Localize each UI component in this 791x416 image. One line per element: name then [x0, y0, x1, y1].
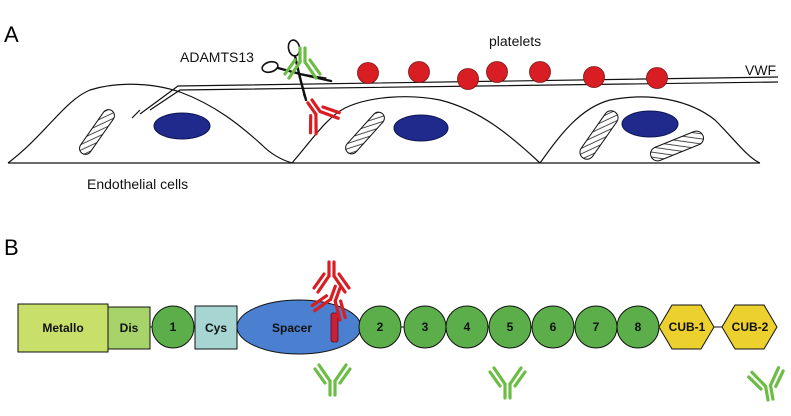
domain-label: 5	[507, 320, 514, 334]
domain-shape	[488, 305, 532, 349]
domain-tsp1-3: 3	[403, 305, 447, 349]
platelet	[529, 61, 551, 83]
domain-shape	[658, 304, 715, 350]
domain-tsp1-7: 7	[574, 305, 618, 349]
antibody-icon	[488, 366, 527, 400]
domain-label: 3	[422, 320, 429, 334]
domain-label: 7	[593, 320, 600, 334]
domain-tsp1-2: 2	[358, 305, 402, 349]
domain-dis: Dis	[107, 306, 151, 350]
platelet	[583, 66, 605, 88]
domain-cub-2: CUB-2	[721, 304, 778, 350]
striped-organelle	[579, 110, 619, 160]
domain-tsp1-5: 5	[488, 305, 532, 349]
domain-tsp1-6: 6	[531, 305, 575, 349]
domain-tsp1-1: 1	[151, 305, 195, 349]
endothelial-cells-label: Endothelial cells	[87, 176, 188, 192]
domain-label: 2	[377, 320, 384, 334]
domain-spacer: Spacer	[236, 299, 362, 355]
domain-shape	[445, 305, 489, 349]
domain-label: 8	[635, 320, 642, 334]
domain-shape	[17, 303, 109, 353]
domain-shape	[107, 306, 151, 350]
domain-label: 6	[550, 320, 557, 334]
organelles	[79, 109, 704, 162]
endothelial-cell-3	[539, 96, 761, 164]
antibody-icon	[313, 363, 352, 397]
nuclei	[153, 110, 679, 142]
platelet	[457, 68, 479, 90]
domain-metallo: Metallo	[17, 303, 109, 353]
antibody-icon	[294, 89, 344, 138]
platelet	[357, 62, 379, 84]
platelets-label: platelets	[489, 33, 541, 49]
nucleus	[153, 112, 211, 140]
adamts13-label: ADAMTS13	[180, 49, 254, 65]
nucleus	[393, 114, 449, 142]
domain-cys: Cys	[194, 305, 238, 350]
striped-organelle	[650, 130, 704, 162]
striped-organelle	[345, 111, 385, 155]
domain-cub-1: CUB-1	[658, 304, 715, 350]
domain-tsp1-4: 4	[445, 305, 489, 349]
domain-label: 4	[464, 320, 471, 334]
domain-label: 1	[170, 320, 177, 334]
panel-a: A	[4, 22, 779, 192]
vwf-strand	[131, 76, 779, 119]
domain-label: Metallo	[42, 321, 83, 335]
antibody-icon	[312, 260, 351, 294]
domain-shape	[151, 305, 195, 349]
domain-tsp1-8: 8	[616, 305, 660, 349]
platelets-group	[357, 61, 668, 90]
domain-shape	[721, 304, 778, 350]
panel-b: B Metallo Dis 1 Cys Spacer 2	[4, 235, 790, 405]
antibody-icon	[746, 365, 790, 405]
spacer-epitope-marker	[330, 312, 339, 343]
vwf-label: VWF	[745, 62, 776, 78]
endothelial-cell-layer	[7, 83, 761, 164]
nucleus	[621, 110, 679, 138]
domain-shape	[358, 305, 402, 349]
platelet	[486, 61, 508, 83]
panel-letter-a: A	[4, 22, 19, 47]
platelet	[646, 67, 668, 89]
endothelial-cell-2	[291, 96, 541, 164]
domain-label: Cys	[205, 321, 227, 335]
platelet	[408, 61, 430, 83]
panel-letter-b: B	[4, 235, 19, 260]
domain-shape	[194, 305, 238, 350]
endothelial-cell-1	[7, 83, 293, 164]
domain-shape	[531, 305, 575, 349]
striped-organelle	[79, 109, 115, 155]
domain-label: Spacer	[272, 321, 312, 335]
domain-label: CUB-1	[669, 320, 706, 334]
domain-label: CUB-2	[732, 320, 769, 334]
domain-label: Dis	[120, 321, 139, 335]
